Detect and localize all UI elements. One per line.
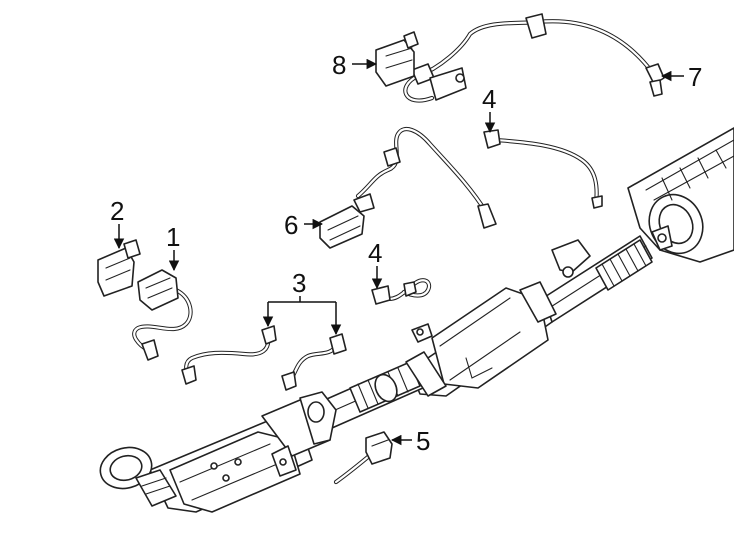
sensor-7-harness — [403, 13, 665, 103]
mid-pipe — [319, 357, 433, 429]
callout-4-lower: 4 — [368, 238, 382, 268]
callout-6: 6 — [284, 210, 298, 240]
front-dpf — [149, 391, 337, 513]
callout-labels: 1 2 3 4 4 5 6 7 8 — [110, 50, 702, 456]
callout-leaders — [113, 58, 684, 446]
bracket-2 — [97, 239, 141, 297]
tail-pipe — [539, 225, 673, 323]
sensor-3-left — [181, 325, 277, 385]
callout-3: 3 — [292, 268, 306, 298]
callout-1: 1 — [166, 222, 180, 252]
exhaust-system — [99, 127, 734, 513]
pipe-flange — [405, 281, 557, 397]
sensor-6-harness — [319, 126, 497, 249]
bracket-8 — [375, 31, 419, 87]
inlet-flange — [99, 446, 177, 507]
callout-5: 5 — [416, 426, 430, 456]
callout-4-upper: 4 — [482, 84, 496, 114]
callout-8: 8 — [332, 50, 346, 80]
sensor-1-harness — [132, 269, 193, 361]
catalytic-converter — [409, 287, 553, 397]
sensor-4-upper — [483, 129, 603, 209]
sensor-3-right — [281, 333, 347, 391]
callout-7: 7 — [688, 62, 702, 92]
part-5-strap — [333, 431, 393, 485]
sensor-4-lower — [371, 278, 432, 305]
callout-2: 2 — [110, 196, 124, 226]
